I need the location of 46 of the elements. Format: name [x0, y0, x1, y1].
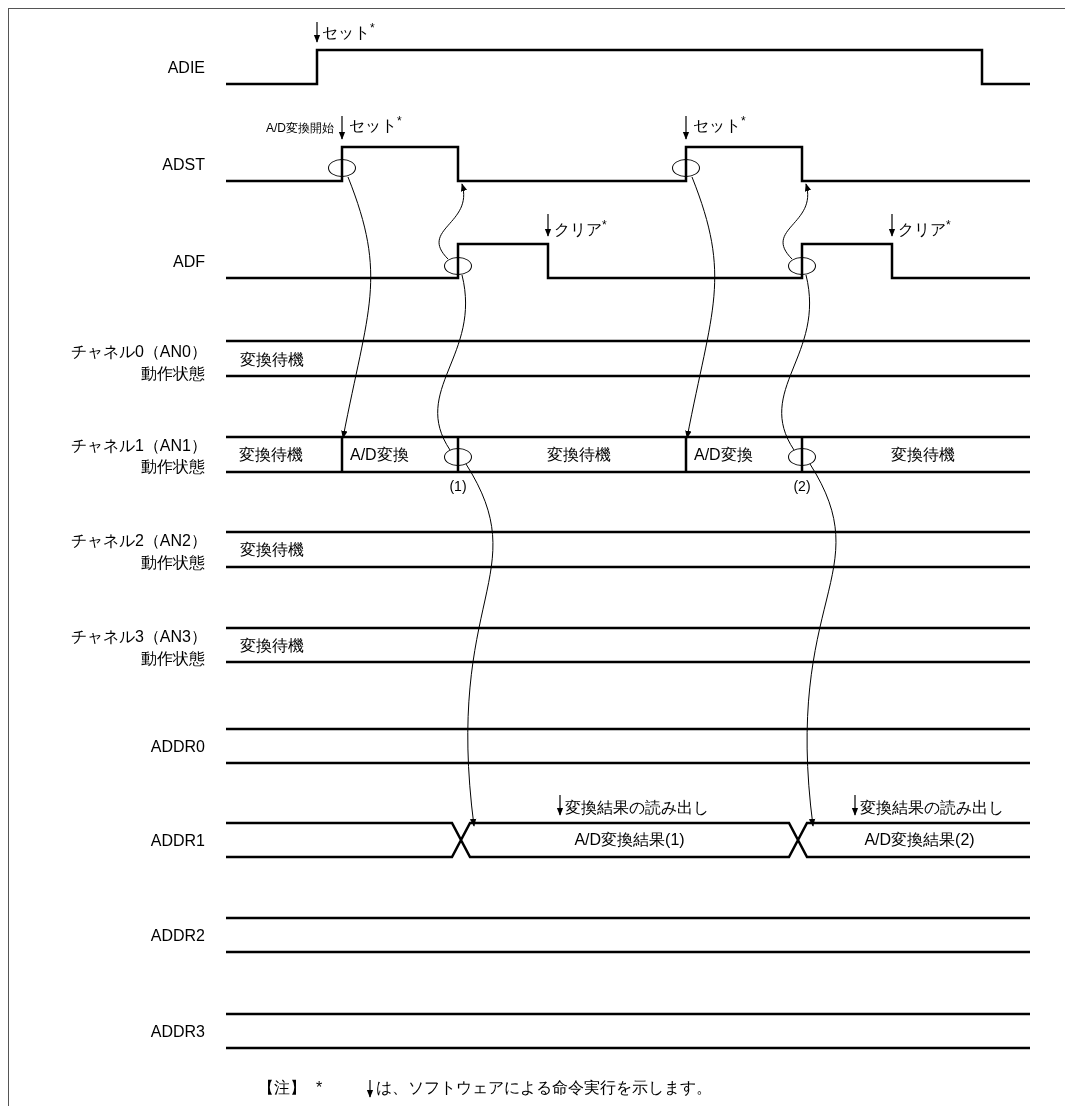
state-cell: 変換待機: [816, 438, 1030, 471]
label-text: チャネル0（AN0）: [70, 344, 207, 360]
curved-arrow: [685, 176, 716, 439]
label-text: *: [316, 1080, 323, 1096]
label-text: ADDR2: [150, 928, 205, 944]
label-text: ADST: [162, 157, 205, 173]
state-cell: 変換待機: [231, 438, 342, 471]
signal-waveform: [226, 145, 1030, 183]
label-text: ADDR1: [150, 833, 205, 849]
label-text: セット$^{*}$: [349, 118, 402, 134]
curved-arrow: [806, 463, 837, 827]
state-cell: A/D変換: [686, 438, 790, 471]
label-text: ADDR0: [150, 739, 205, 755]
label-text: セット$^{*}$: [693, 118, 746, 134]
state-cell: A/D変換結果(2): [809, 824, 1030, 856]
label-text: セット$^{*}$: [322, 25, 375, 41]
event-number: (1): [449, 477, 467, 496]
label-text: 動作状態: [141, 459, 205, 475]
signal-waveform: [226, 242, 1030, 280]
state-cell: A/D変換: [342, 438, 446, 471]
label-text: クリア$^{*}$: [898, 222, 951, 238]
label-text: ADF: [173, 254, 205, 270]
label-text: 変換待機: [240, 638, 304, 654]
label-text: 変換結果の読み出し: [860, 800, 1004, 816]
curved-arrow: [782, 183, 811, 260]
curved-arrow: [438, 183, 467, 260]
curved-arrow: [465, 463, 494, 827]
label-text: チャネル1（AN1）: [70, 438, 207, 454]
label-text: は、ソフトウェアによる命令実行を示します。: [376, 1080, 712, 1096]
label-text: チャネル3（AN3）: [70, 629, 207, 645]
state-cell: 変換待機: [472, 438, 686, 471]
label-text: ADDR3: [150, 1024, 205, 1040]
state-cell: A/D変換結果(1): [470, 824, 789, 856]
label-text: A/D変換開始: [266, 122, 334, 134]
label-text: 動作状態: [141, 366, 205, 382]
event-number: (2): [793, 477, 811, 496]
label-text: 変換待機: [240, 542, 304, 558]
label-text: クリア$^{*}$: [554, 222, 607, 238]
label-text: 動作状態: [141, 555, 205, 571]
label-text: チャネル2（AN2）: [70, 533, 207, 549]
label-text: 変換待機: [240, 352, 304, 368]
label-text: ADIE: [167, 60, 205, 76]
label-text: 【注】: [258, 1080, 306, 1096]
curved-arrow: [341, 176, 372, 439]
label-text: 変換結果の読み出し: [565, 800, 709, 816]
label-text: 動作状態: [141, 651, 205, 667]
